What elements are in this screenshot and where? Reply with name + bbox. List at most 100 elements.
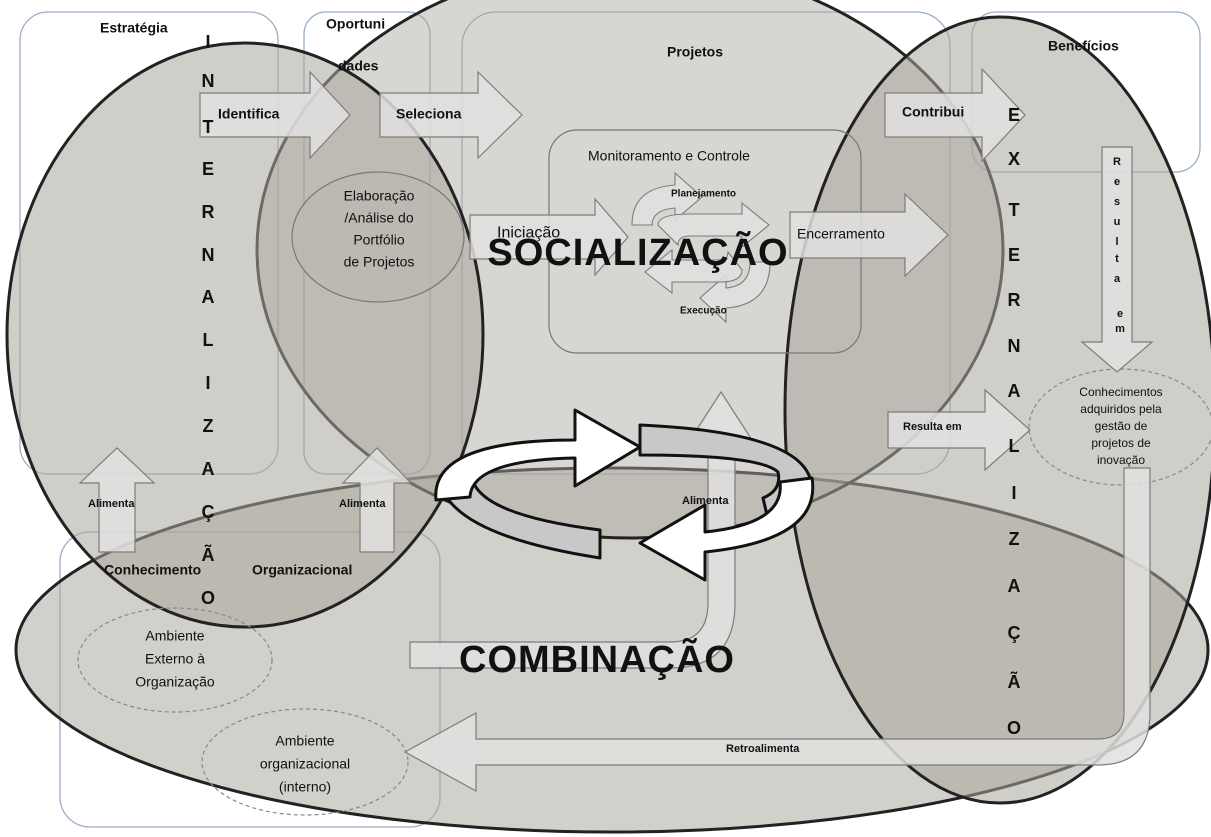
portfolio-line-3: de Projetos	[344, 253, 415, 269]
alimenta-center-label: Alimenta	[682, 495, 729, 507]
externalizacao-letter-11: Ç	[1008, 623, 1021, 643]
externalizacao-letter-5: N	[1008, 336, 1021, 356]
internalizacao-letter-7: L	[203, 330, 214, 350]
resulta-em-v-2: s	[1114, 196, 1120, 208]
seleciona-arrow	[379, 70, 523, 160]
ambiente-interno-line-1: organizacional	[260, 755, 350, 771]
internalizacao-letter-5: N	[202, 245, 215, 265]
alimenta-left-label: Alimenta	[88, 498, 135, 510]
internalizacao-letter-10: A	[202, 459, 215, 479]
execucao-cycle-arrow	[644, 248, 743, 295]
encerramento-arrow	[789, 192, 949, 278]
internalizacao-letter-2: T	[203, 117, 214, 137]
externalizacao-letter-1: X	[1008, 149, 1020, 169]
oportunidades-title-line2: dades	[338, 57, 379, 73]
oportunidades-title-line1: Oportuni	[326, 15, 385, 31]
portfolio-line-1: /Análise do	[344, 209, 413, 225]
externalizacao-letter-0: E	[1008, 105, 1020, 125]
retroalimenta-arrow	[403, 467, 1151, 793]
execucao-label: Execução	[680, 305, 727, 316]
alimenta-mid-arrow	[341, 447, 413, 553]
contribui-arrow	[884, 67, 1026, 163]
externalizacao-label: E X T E R N A L I Z A Ç Ã O	[1007, 105, 1021, 738]
internalizacao-letter-6: A	[202, 287, 215, 307]
externalizacao-letter-2: T	[1009, 200, 1020, 220]
execucao-arrow	[699, 261, 771, 324]
internalizacao-letter-1: N	[202, 71, 215, 91]
ambiente-externo-line-2: Organização	[135, 673, 215, 689]
resulta-em-arrow	[887, 388, 1031, 472]
retroalimenta-label: Retroalimenta	[726, 743, 800, 755]
resulta-em-v-4: l	[1115, 236, 1118, 248]
identifica-arrow	[199, 70, 351, 160]
resulta-em-v-8: m	[1115, 323, 1125, 335]
ambiente-externo-ellipse	[77, 607, 273, 713]
beneficios-title: Benefícios	[1048, 37, 1119, 53]
externalizacao-letter-10: A	[1008, 576, 1021, 596]
cycle-arrow-top-icon	[434, 408, 642, 502]
alimenta-loop-arrow	[409, 539, 736, 669]
portfolio-line-2: Portfólio	[353, 231, 405, 247]
flow-arrows	[78, 67, 1154, 793]
resulta-em-v-3: u	[1114, 216, 1121, 228]
conhecimentos-line-1: adquiridos pela	[1080, 402, 1162, 416]
alimenta-left-arrow	[78, 447, 156, 553]
seleciona-label: Seleciona	[396, 105, 462, 121]
planejamento-arrow	[631, 171, 703, 226]
cycle-arrows	[434, 408, 815, 582]
internalizacao-letter-12: Ã	[202, 544, 215, 565]
externalizacao-letter-13: O	[1007, 718, 1021, 738]
conhecimento-label: Conhecimento	[104, 561, 201, 577]
socializacao-label: SOCIALIZAÇÃO	[487, 230, 788, 274]
pdca-cycle	[631, 171, 771, 324]
internalizacao-label: I N T E R N A L I Z A Ç Ã O	[201, 32, 215, 608]
externalizacao-letter-7: L	[1009, 436, 1020, 456]
cycle-arrow-bottom-icon	[638, 476, 815, 582]
internalizacao-letter-11: Ç	[202, 502, 215, 522]
externalizacao-letter-12: Ã	[1008, 671, 1021, 692]
monitoramento-label: Monitoramento e Controle	[588, 147, 750, 163]
mode-ellipses	[5, 0, 1211, 834]
combinacao-label: COMBINAÇÃO	[459, 637, 735, 681]
portfolio-line-0: Elaboração	[344, 187, 415, 203]
alimenta-mid-label: Alimenta	[339, 498, 386, 510]
resulta-em-v-1: e	[1114, 176, 1120, 188]
conhecimentos-line-4: inovação	[1097, 453, 1145, 467]
internalizacao-letter-0: I	[205, 32, 210, 52]
internalizacao-letter-9: Z	[203, 416, 214, 436]
ambiente-interno-line-2: (interno)	[279, 778, 331, 794]
projetos-title: Projetos	[667, 43, 723, 59]
ambiente-interno-line-0: Ambiente	[275, 732, 334, 748]
planejamento-label: Planejamento	[671, 188, 736, 199]
externalizacao-letter-8: I	[1011, 483, 1016, 503]
resulta-em-v-7: e	[1117, 308, 1123, 320]
internalizacao-letter-8: I	[205, 373, 210, 393]
internalizacao-letter-13: O	[201, 588, 215, 608]
resulta-em-v-6: a	[1114, 273, 1121, 285]
resulta-em-label: Resulta em	[903, 421, 962, 433]
iniciacao-arrow	[469, 197, 629, 277]
ambiente-externo-line-1: Externo à	[145, 650, 205, 666]
ambiente-interno-ellipse	[201, 708, 409, 816]
ambiente-externo-line-0: Ambiente	[145, 627, 204, 643]
organizacional-label: Organizacional	[252, 561, 352, 577]
contribui-label: Contribui	[902, 103, 964, 119]
externalizacao-letter-4: R	[1008, 290, 1021, 310]
externalizacao-letter-9: Z	[1009, 529, 1020, 549]
encerramento-label: Encerramento	[797, 225, 885, 241]
conhecimentos-line-2: gestão de	[1095, 419, 1148, 433]
conhecimentos-line-3: projetos de	[1091, 436, 1151, 450]
internalizacao-letter-3: E	[202, 159, 214, 179]
internalizacao-letter-4: R	[202, 202, 215, 222]
planejamento-cycle-arrow	[657, 201, 770, 249]
estrategia-title: Estratégia	[100, 19, 168, 35]
identifica-label: Identifica	[218, 105, 280, 121]
portfolio-ellipse	[291, 171, 465, 303]
cycle-back-band-icon	[438, 476, 602, 560]
externalizacao-letter-6: A	[1008, 381, 1021, 401]
iniciacao-label: Iniciação	[497, 224, 560, 241]
conhecimentos-line-0: Conhecimentos	[1079, 385, 1162, 399]
resulta-em-v-5: t	[1115, 253, 1119, 265]
resulta-em-vertical-arrow	[1080, 146, 1154, 373]
